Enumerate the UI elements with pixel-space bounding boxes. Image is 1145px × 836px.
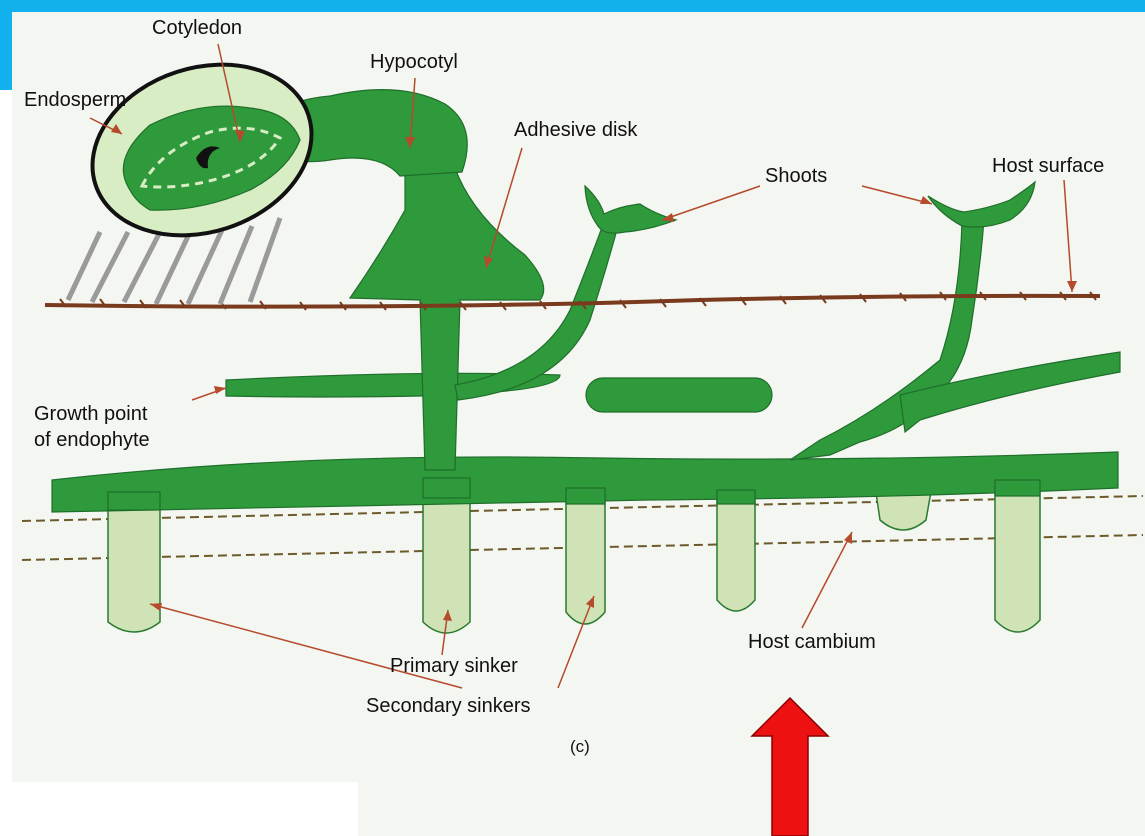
cotyledon-label: Cotyledon <box>152 17 242 39</box>
host-surface-label: Host surface <box>992 155 1104 177</box>
panel-label: (c) <box>570 737 590 756</box>
shoots-label: Shoots <box>765 165 827 187</box>
seed <box>68 37 334 304</box>
shoot-tip-2 <box>928 182 1035 227</box>
secondary-sinker-5 <box>995 482 1040 632</box>
hypocotyl-label: Hypocotyl <box>370 51 458 73</box>
strand-fragment <box>586 378 772 412</box>
secondary-sinkers-label: Secondary sinkers <box>366 695 531 717</box>
growth-point-label-line2: of endophyte <box>34 429 150 451</box>
growth-point-label-line1: Growth point <box>34 403 148 425</box>
secondary-sinker-3 <box>717 492 755 611</box>
blank-corner-patch <box>0 782 358 836</box>
primary-sinker-label: Primary sinker <box>390 655 518 677</box>
shoot-tip-1 <box>585 186 676 233</box>
secondary-sinker-2 <box>566 490 605 624</box>
adhesive-disk-label: Adhesive disk <box>514 119 638 141</box>
secondary-sinker-1 <box>108 496 160 632</box>
shoot-stem-2 <box>790 220 984 460</box>
host-cambium-label: Host cambium <box>748 631 876 653</box>
endosperm-label: Endosperm <box>24 89 126 111</box>
red-up-arrow-icon <box>752 698 828 836</box>
right-upper-strand <box>900 352 1120 432</box>
adhesive-disk <box>350 168 544 470</box>
